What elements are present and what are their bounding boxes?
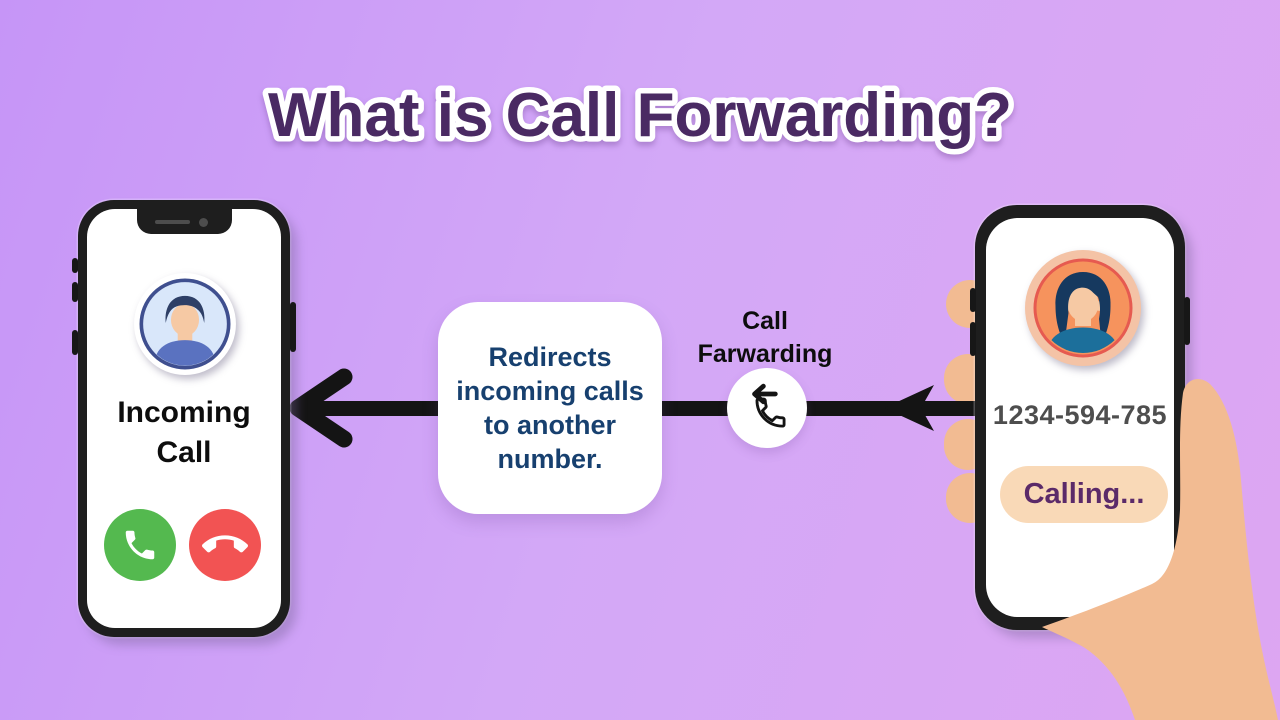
phone-forward-arrow-icon (752, 383, 786, 428)
power-button (290, 302, 296, 352)
call-forwarding-label-line2: Farwarding (697, 340, 833, 369)
call-forward-badge (727, 368, 807, 448)
front-camera-dot (199, 218, 208, 227)
incoming-call-line2: Call (156, 435, 212, 469)
power-button (1184, 297, 1190, 345)
phone-answer-icon (125, 530, 155, 560)
decline-call-button[interactable] (189, 509, 261, 581)
volume-button (72, 282, 78, 302)
page-title-text: What is Call Forwarding? (268, 81, 1012, 150)
calling-status-pill: Calling... (1000, 466, 1168, 523)
male-caller-avatar (134, 273, 236, 375)
speaker-slit (155, 220, 190, 224)
volume-button (72, 258, 78, 273)
call-forwarding-label: Call Farwarding (665, 305, 865, 372)
volume-button (970, 322, 976, 356)
calling-status-text: Calling... (1023, 478, 1145, 510)
volume-button (72, 330, 78, 355)
volume-button (970, 288, 976, 312)
caller-number: 1234-594-785 (992, 400, 1168, 430)
definition-text: Redirects incoming calls to another numb… (456, 341, 644, 475)
page-title: What is Call Forwarding? (262, 76, 1017, 156)
definition-box: Redirects incoming calls to another numb… (438, 302, 662, 514)
answer-call-button[interactable] (104, 509, 176, 581)
phone-decline-icon (202, 535, 248, 553)
arrowhead-mid (884, 385, 934, 431)
call-forwarding-label-line1: Call (742, 307, 788, 335)
calling-phone (970, 205, 1190, 630)
phone-notch (137, 209, 232, 234)
arrowhead-left (289, 368, 353, 448)
incoming-call-label: Incoming Call (78, 393, 290, 472)
hand-palm (1042, 378, 1278, 720)
incoming-call-line1: Incoming (117, 396, 251, 429)
female-callee-avatar (1025, 250, 1141, 366)
